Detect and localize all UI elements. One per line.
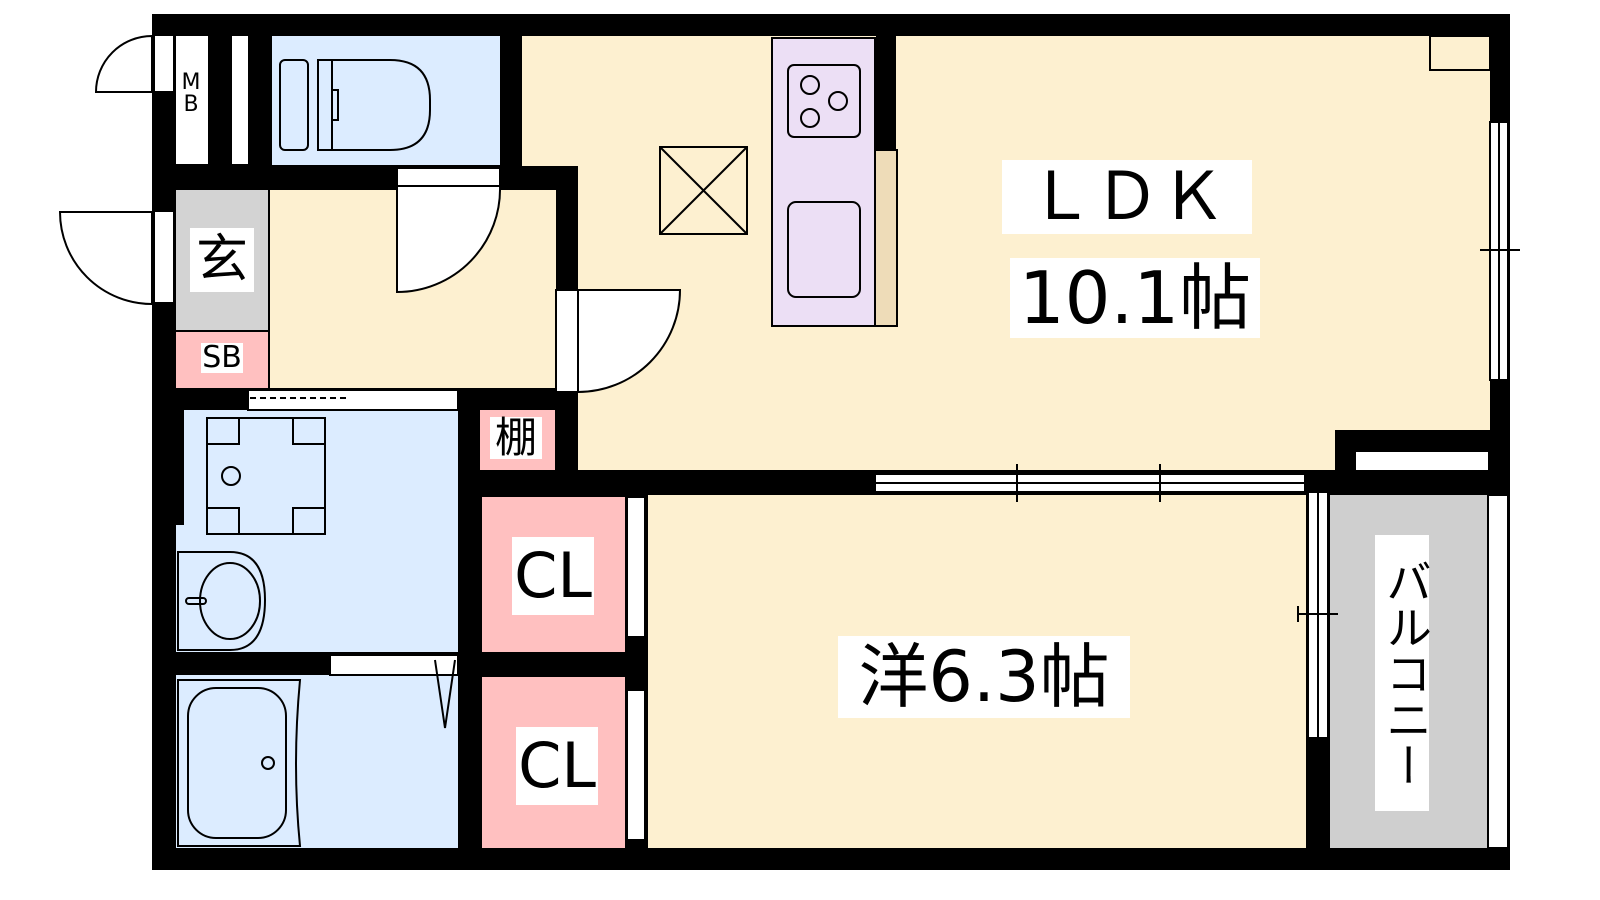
genkan-label: 玄 [190,228,254,292]
meter-box-door[interactable] [94,34,153,93]
toilet-room [272,36,500,165]
ldk-alcove [522,36,582,166]
ldk-size-label: 10.1帖 [1010,258,1260,338]
entrance-door[interactable] [58,211,153,306]
sink-icon [787,201,861,298]
meter-box-label: M B [181,70,201,117]
closet-1-label: CL [512,537,594,615]
interior-sliding-door[interactable] [874,464,1306,502]
meter-box [176,36,208,164]
bathtub-icon [177,679,302,847]
ldk-name-label: ＬＤＫ [1002,160,1252,234]
bathroom [176,675,458,848]
ldk-corner [1429,35,1491,71]
toilet-icon [279,59,431,151]
washing-machine-icon [206,417,326,535]
washroom [203,410,458,652]
toilet-door[interactable] [396,185,502,294]
ldk-room [578,36,1490,470]
balcony-label: バルコニー [1375,535,1433,811]
stove-icon [787,64,861,138]
shelf-label: 棚 [490,417,542,459]
balcony-window[interactable] [1297,491,1338,739]
ldk-door[interactable] [577,289,682,394]
kitchen-counter [771,37,876,327]
pipe-space [232,36,248,164]
washbasin-icon [177,551,267,651]
closet-2-label: CL [516,727,598,805]
ldk-window[interactable] [1480,121,1520,381]
shoebox-label: SB [201,340,243,375]
western-room-label: 洋6.3帖 [838,636,1130,718]
fridge-space [659,146,748,235]
